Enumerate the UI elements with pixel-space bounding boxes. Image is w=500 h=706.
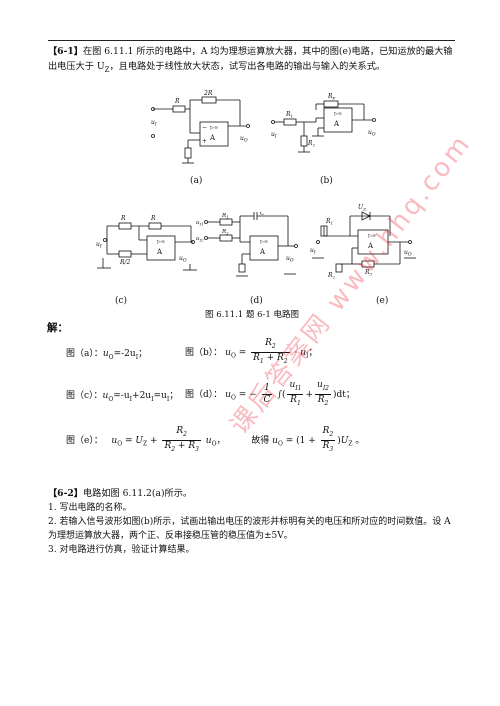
svg-text:A: A bbox=[259, 248, 266, 256]
problem-6-2-item-2: 2. 若输入信号波形如图(b)所示，试画出输出电压的波形并标明有关的电压和所对应… bbox=[48, 517, 451, 541]
svg-text:R: R bbox=[150, 215, 156, 222]
top-rule bbox=[48, 40, 455, 41]
svg-text:2R: 2R bbox=[203, 90, 213, 97]
answer-a: 图（a）：uO=-2uI； bbox=[66, 349, 148, 361]
svg-text:▷∞: ▷∞ bbox=[334, 111, 342, 117]
answer-c: 图（c）：uO=-uI+2uI=uI； bbox=[66, 391, 179, 403]
svg-text:R1: R1 bbox=[285, 111, 293, 119]
svg-text:−: − bbox=[202, 124, 207, 131]
label-d: (d) bbox=[250, 296, 263, 306]
svg-text:uO: uO bbox=[179, 255, 187, 264]
svg-text:uI: uI bbox=[96, 241, 102, 250]
resistor-r bbox=[172, 105, 186, 113]
svg-text:R/2: R/2 bbox=[119, 259, 131, 266]
svg-text:uO: uO bbox=[286, 255, 294, 264]
svg-text:A: A bbox=[209, 134, 216, 142]
svg-text:A: A bbox=[367, 242, 374, 250]
problem-6-2-item-1: 1. 写出电路的名称。 bbox=[48, 503, 132, 513]
svg-text:▷∞: ▷∞ bbox=[157, 239, 165, 245]
svg-text:uO: uO bbox=[404, 249, 412, 258]
solution-label: 解： bbox=[47, 322, 68, 334]
label-e: (e) bbox=[376, 296, 389, 306]
svg-text:uO: uO bbox=[368, 129, 376, 138]
label-b: (b) bbox=[320, 176, 333, 186]
opamp-a bbox=[199, 121, 229, 147]
svg-text:uI: uI bbox=[310, 247, 316, 256]
svg-text:uO: uO bbox=[240, 135, 248, 144]
label-a: (a) bbox=[190, 176, 203, 186]
circuit-e: UZ R1 R2 R3 uI uO ▷∞ A bbox=[310, 204, 416, 280]
circuit-d: uI1 uI2 R1 R2 C uO ▷∞ A bbox=[196, 212, 298, 277]
svg-text:▷∞: ▷∞ bbox=[260, 239, 268, 245]
resistor-2r bbox=[201, 96, 217, 104]
svg-text:uI2: uI2 bbox=[196, 236, 204, 243]
problem-6-2-item-3: 3. 对电路进行仿真，验证计算结果。 bbox=[48, 545, 195, 555]
figure-caption: 图 6.11.1 题 6-1 电路图 bbox=[205, 310, 300, 320]
svg-text:R1: R1 bbox=[221, 213, 229, 220]
svg-text:R2: R2 bbox=[327, 272, 336, 280]
svg-text:R1: R1 bbox=[325, 218, 333, 226]
label-c: (c) bbox=[115, 296, 128, 306]
svg-text:R: R bbox=[174, 98, 180, 105]
svg-text:uI1: uI1 bbox=[196, 220, 204, 227]
svg-text:R3: R3 bbox=[364, 269, 373, 277]
problem-6-1-text: 【6-1】在图 6.11.1 所示的电路中，A 均为理想运算放大器，其中的图(e… bbox=[48, 46, 453, 74]
svg-text:▷∞: ▷∞ bbox=[368, 233, 376, 239]
circuit-b: R1 R2 RF uI uO ▷∞ A bbox=[271, 93, 376, 153]
circuit-a: R 2R uI uO ▷∞ A − + bbox=[151, 90, 250, 164]
svg-text:A: A bbox=[333, 120, 340, 128]
svg-text:▷∞: ▷∞ bbox=[210, 125, 218, 131]
svg-text:RF: RF bbox=[327, 93, 336, 101]
problem-tag: 【6-1】 bbox=[48, 46, 83, 57]
svg-text:C: C bbox=[260, 212, 265, 217]
opamp-d bbox=[249, 235, 279, 261]
svg-text:uI: uI bbox=[151, 119, 157, 128]
svg-text:UZ: UZ bbox=[358, 204, 366, 212]
svg-text:uI: uI bbox=[271, 131, 277, 140]
svg-text:R2: R2 bbox=[221, 229, 229, 236]
svg-text:R2: R2 bbox=[307, 140, 316, 148]
problem-6-2-text: 【6-2】电路如图 6.11.2(a)所示。 bbox=[48, 488, 193, 499]
svg-text:A: A bbox=[156, 248, 163, 256]
opamp-c bbox=[146, 235, 176, 261]
circuit-c: R R R/2 uI uO ▷∞ A bbox=[96, 215, 197, 271]
svg-text:+: + bbox=[202, 138, 207, 145]
svg-text:R: R bbox=[120, 215, 126, 222]
